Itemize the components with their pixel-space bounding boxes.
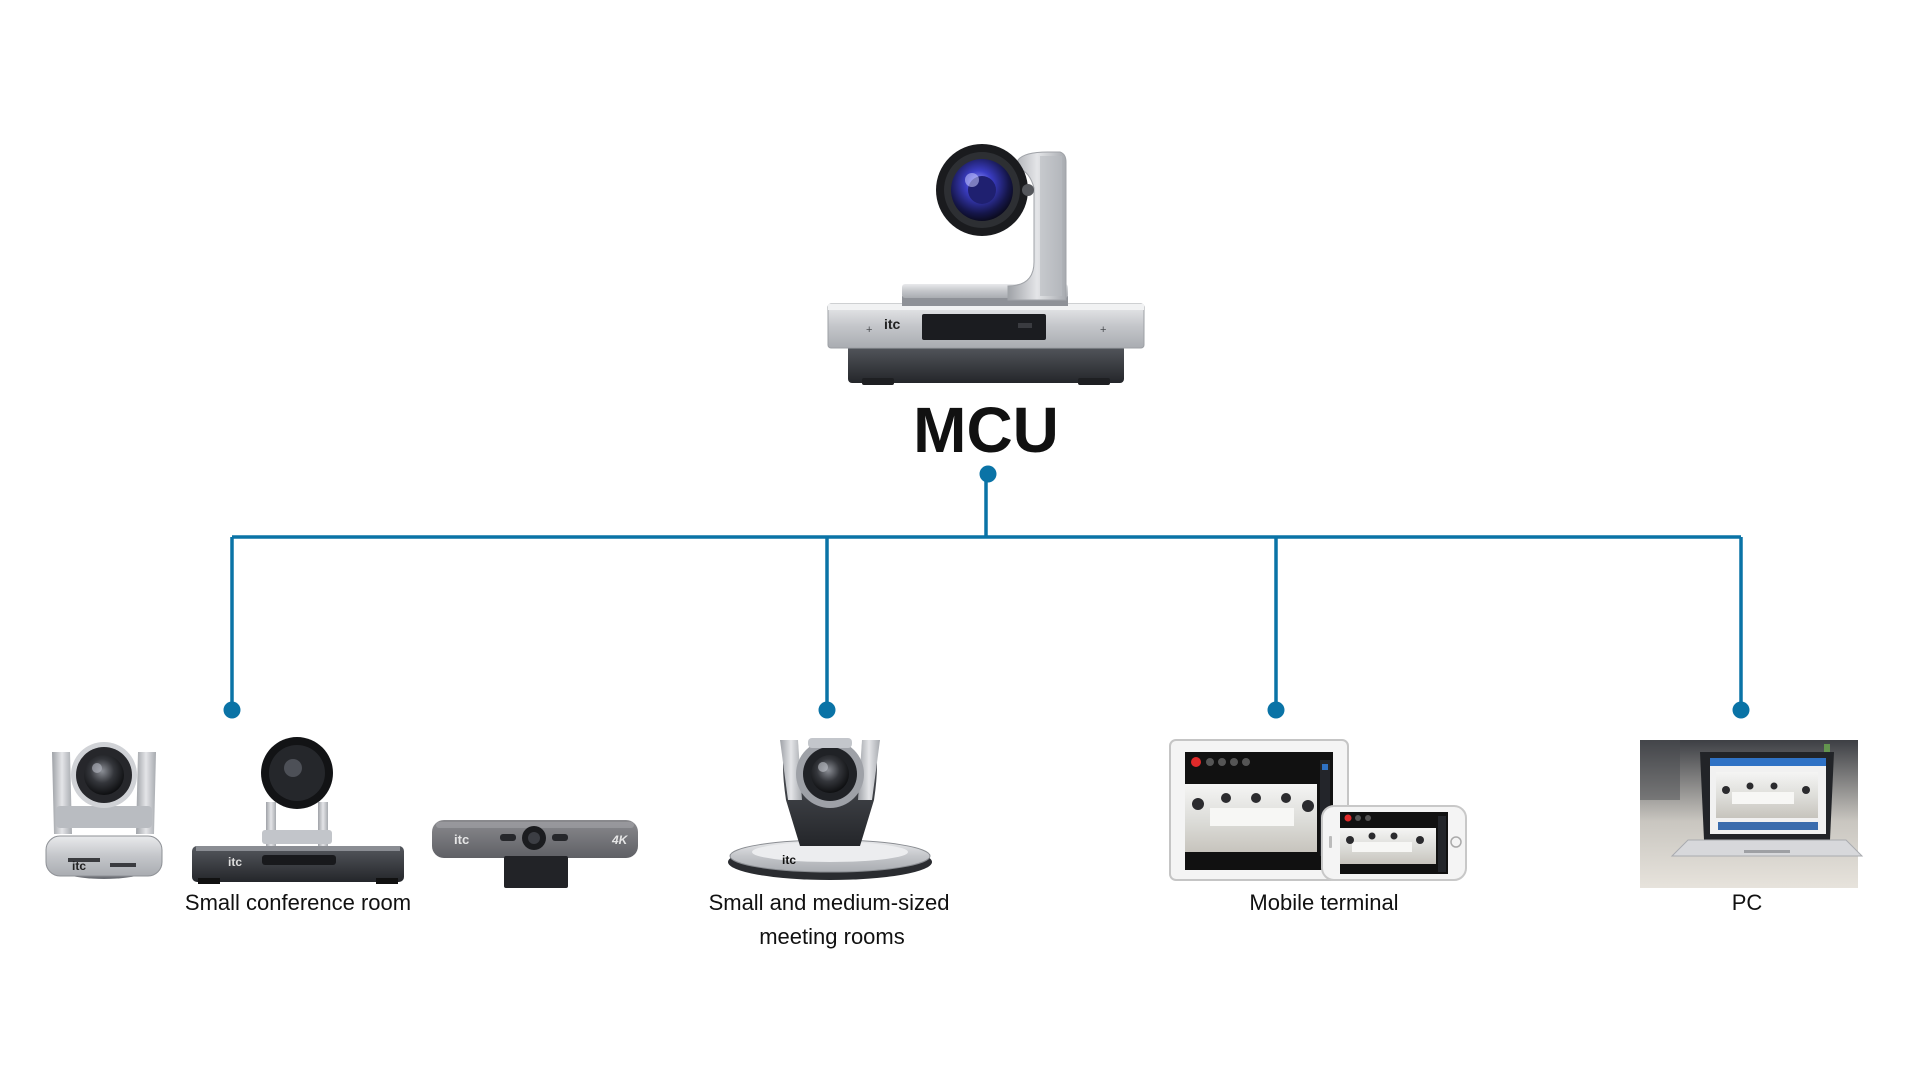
mcu-label: MCU — [913, 394, 1059, 466]
hub-connector-dot — [979, 465, 997, 483]
hd-ptz-camera-icon: itc — [728, 738, 932, 880]
endpoint-small-medium-meeting-rooms: itc Small and medium-sized meeting rooms — [709, 738, 950, 949]
ptz-camera-icon: itc — [45, 742, 163, 879]
endpoint-label-small-medium-line-1: Small and medium-sized — [709, 890, 950, 915]
connector-lines — [230, 474, 1743, 710]
endpoint-dot-small-conference-room — [223, 701, 241, 719]
svg-text:+: + — [866, 324, 872, 336]
endpoint-label-pc: PC — [1732, 890, 1763, 915]
endpoint-mobile-terminal: Mobile terminal — [1169, 739, 1467, 915]
smartphone-icon — [1321, 805, 1467, 881]
endpoint-dot-mobile-terminal — [1267, 701, 1285, 719]
endpoint-small-conference-room: itc itc — [45, 737, 638, 915]
mcu-camera-icon: + + itc — [827, 144, 1145, 385]
endpoint-dot-small-medium-meeting-rooms — [818, 701, 836, 719]
endpoint-label-small-medium-line-2: meeting rooms — [759, 924, 905, 949]
mcu-brand-logo: itc — [884, 316, 901, 332]
tablet-icon — [1169, 739, 1349, 881]
endpoint-label-small-conference-room: Small conference room — [185, 890, 411, 915]
endpoint-pc: PC — [1640, 740, 1864, 915]
laptop-icon — [1640, 740, 1864, 888]
endpoint-label-mobile-terminal: Mobile terminal — [1249, 890, 1398, 915]
speaker-camera-base-icon: itc — [192, 737, 404, 884]
svg-text:itc: itc — [228, 855, 242, 869]
usb-bar-camera-icon: itc 4K — [432, 820, 638, 888]
svg-text:itc: itc — [782, 853, 796, 867]
svg-text:+: + — [1100, 324, 1106, 336]
svg-text:itc: itc — [454, 832, 469, 847]
svg-text:itc: itc — [72, 859, 86, 873]
bar-camera-4k-mark: 4K — [611, 833, 629, 847]
endpoint-dot-pc — [1732, 701, 1750, 719]
